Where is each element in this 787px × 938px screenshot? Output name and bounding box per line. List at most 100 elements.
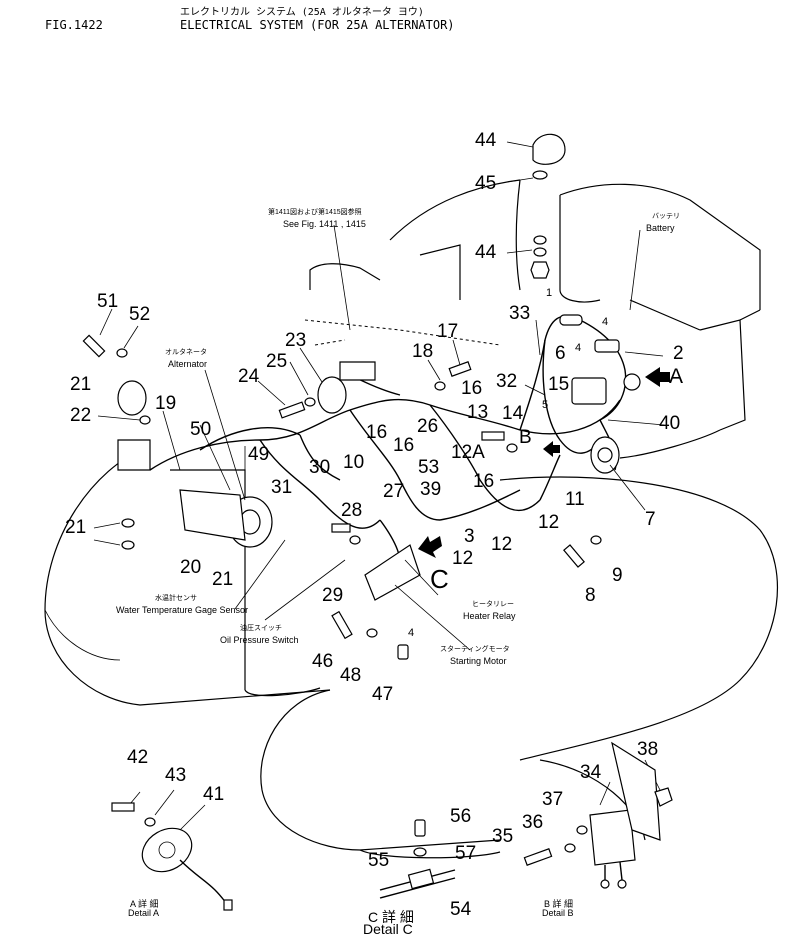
part-number-17: 17 — [437, 321, 459, 342]
part-number-8: 8 — [585, 585, 596, 606]
heater-relay-label: Heater Relay — [463, 611, 516, 621]
leader-lines — [93, 141, 665, 831]
part-number-5: 5 — [542, 399, 549, 411]
detail-c-label: Detail C — [363, 921, 413, 937]
part-number-20: 20 — [180, 557, 202, 578]
part-number-19: 19 — [155, 393, 177, 414]
part-number-16-c: 16 — [393, 435, 415, 456]
part-number-29: 29 — [322, 585, 344, 606]
part-number-44-b: 44 — [475, 242, 497, 263]
part-number-10: 10 — [343, 452, 365, 473]
part-number-50: 50 — [190, 419, 212, 440]
detail-a-label: Detail A — [128, 908, 160, 918]
water-sensor-jp: 水温計センサ — [155, 595, 197, 602]
part-number-7: 7 — [645, 509, 656, 530]
arrow-c — [418, 536, 442, 558]
detail-a-jp: A 詳 細 — [130, 899, 159, 909]
view-letter-b: B — [519, 427, 532, 448]
part-number-34: 34 — [580, 762, 602, 783]
battery-label: Battery — [646, 223, 675, 233]
heater-relay-jp: ヒータリレー — [472, 601, 514, 608]
battery-jp: バッテリ — [652, 213, 680, 220]
see-fig-label: See Fig. 1411 , 1415 — [283, 219, 366, 229]
part-number-18: 18 — [412, 341, 434, 362]
page-title: ELECTRICAL SYSTEM (FOR 25A ALTERNATOR) — [180, 18, 455, 32]
part-number-6: 6 — [555, 343, 566, 364]
part-number-12-b: 12 — [491, 534, 513, 555]
part-number-21-a: 21 — [70, 374, 92, 395]
detail-b-drawing — [523, 741, 673, 889]
part-number-41: 41 — [203, 784, 225, 805]
part-number-22: 22 — [70, 405, 92, 426]
part-number-46: 46 — [312, 651, 334, 672]
part-number-40: 40 — [659, 413, 681, 434]
part-number-21-c: 21 — [212, 569, 234, 590]
part-number-24: 24 — [238, 366, 260, 387]
part-number-12-c: 12 — [452, 548, 474, 569]
part-number-28: 28 — [341, 500, 363, 521]
jp-title: エレクトリカル システム (25A オルタネータ ヨウ) — [180, 7, 424, 18]
part-number-42: 42 — [127, 747, 149, 768]
part-number-37: 37 — [542, 789, 564, 810]
part-number-9: 9 — [612, 565, 623, 586]
part-number-52: 52 — [129, 304, 151, 325]
part-number-48: 48 — [340, 665, 362, 686]
part-number-32: 32 — [496, 371, 518, 392]
alternator-label: Alternator — [168, 359, 208, 369]
part-number-3: 3 — [464, 526, 475, 547]
part-number-14: 14 — [502, 403, 524, 424]
part-number-21-b: 21 — [65, 517, 87, 538]
part-number-35: 35 — [492, 826, 514, 847]
detail-c-jp: C 詳 細 — [368, 909, 414, 925]
part-number-12-a: 12 — [538, 512, 560, 533]
part-number-4-c: 4 — [575, 342, 582, 354]
see-fig-jp: 第1411図および第1415図参照 — [268, 209, 362, 216]
part-number-26: 26 — [417, 416, 439, 437]
part-number-4-b: 4 — [602, 316, 609, 328]
part-number-11: 11 — [565, 489, 585, 510]
part-number-51: 51 — [97, 291, 119, 312]
part-number-44-a: 44 — [475, 130, 497, 151]
fig-label: FIG.1422 — [45, 18, 103, 32]
alternator-jp: オルタネータ — [165, 349, 207, 356]
detail-c-drawing — [379, 819, 456, 899]
part-number-56: 56 — [450, 806, 472, 827]
part-number-57: 57 — [455, 843, 477, 864]
oil-switch-label: Oil Pressure Switch — [220, 635, 299, 645]
starting-motor-jp: スターティングモータ — [440, 646, 510, 653]
part-number-2: 2 — [673, 343, 684, 364]
part-number-4: 4 — [408, 627, 415, 639]
part-number-31: 31 — [271, 477, 293, 498]
part-number-25: 25 — [266, 351, 288, 372]
part-number-45: 45 — [475, 173, 497, 194]
detail-b-label: Detail B — [542, 908, 574, 918]
part-number-23: 23 — [285, 330, 307, 351]
oil-switch-jp: 油圧スイッチ — [240, 625, 282, 632]
part-number-15: 15 — [548, 374, 570, 395]
part-number-16-b: 16 — [366, 422, 388, 443]
part-number-55: 55 — [368, 850, 390, 871]
machine-outline — [44, 179, 778, 859]
starting-motor-label: Starting Motor — [450, 656, 507, 666]
detail-a-drawing — [111, 802, 233, 911]
part-number-38: 38 — [637, 739, 659, 760]
part-number-47: 47 — [372, 684, 394, 705]
part-number-54: 54 — [450, 899, 472, 920]
part-number-43: 43 — [165, 765, 187, 786]
dashed-reference — [304, 319, 501, 346]
part-number-16-d: 16 — [473, 471, 495, 492]
part-number-13: 13 — [467, 402, 489, 423]
detail-b-jp: B 詳 細 — [544, 899, 574, 909]
view-letter-c: C — [430, 564, 449, 594]
part-number-12a: 12A — [451, 442, 485, 463]
view-letter-a: A — [669, 365, 684, 388]
part-number-33: 33 — [509, 303, 531, 324]
part-number-53: 53 — [418, 457, 440, 478]
component-shapes — [82, 133, 641, 660]
arrow-b — [543, 441, 560, 457]
part-number-27: 27 — [383, 481, 405, 502]
part-number-39: 39 — [420, 479, 442, 500]
water-sensor-label: Water Temperature Gage Sensor — [116, 605, 249, 615]
part-number-49: 49 — [248, 444, 270, 465]
